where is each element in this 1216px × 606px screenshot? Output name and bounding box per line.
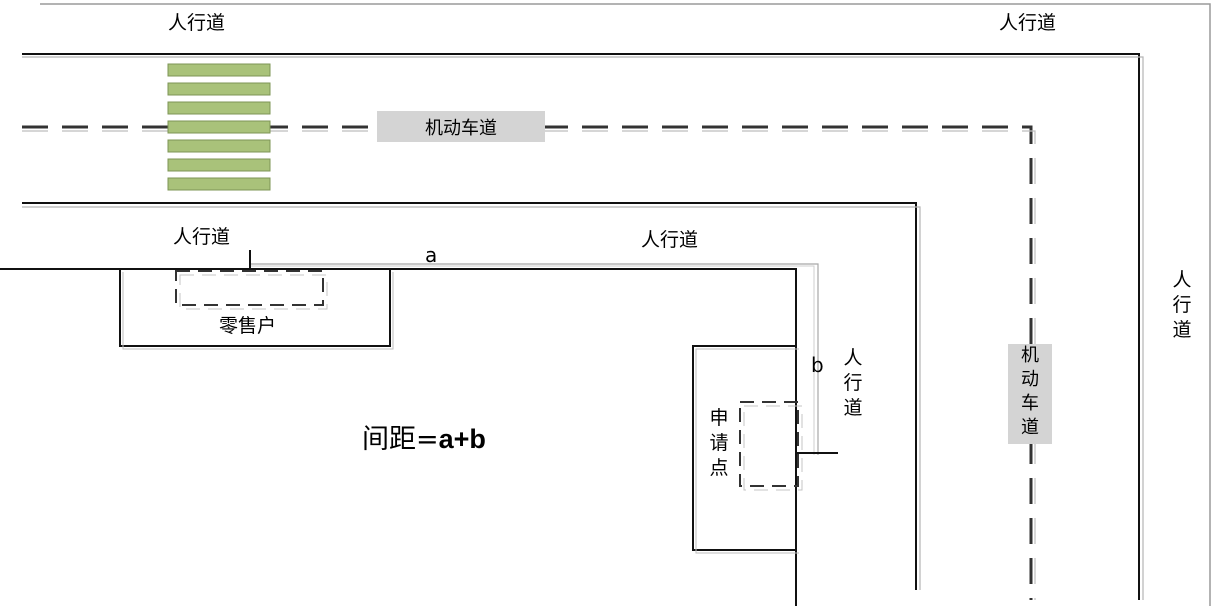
crosswalk-stripe: [167, 101, 271, 115]
application-dashed-box: [739, 401, 799, 487]
distance-b-label: b: [811, 353, 824, 377]
application-dashed-box-shadow: [743, 405, 803, 491]
crosswalk: [167, 63, 271, 191]
sidewalk-label-vertical-inner: 人行道: [843, 347, 863, 419]
retailer-shop-outline-shadow: [122, 272, 394, 350]
distance-formula-expression: a+b: [438, 424, 486, 454]
crosswalk-stripe: [167, 158, 271, 172]
lane-center-dashed-line-shadow: [22, 130, 1036, 600]
sidewalk-label-top-left: 人行道: [168, 12, 226, 34]
retailer-dashed-box-shadow: [179, 274, 328, 310]
sidewalk-label-vertical-outer: 人行道: [1172, 269, 1192, 341]
application-point-label: 申请点: [709, 407, 729, 479]
sidewalk-label-middle: 人行道: [641, 229, 699, 251]
road-inner-edge-shadow: [22, 206, 921, 590]
retailer-dashed-box: [175, 270, 324, 306]
distance-formula: 间距=a+b: [362, 424, 486, 455]
outer-boundary-line: [40, 3, 1211, 606]
crosswalk-stripe: [167, 139, 271, 153]
road-inner-edge: [22, 202, 917, 590]
road-outer-edge: [22, 53, 1140, 600]
building-frontage-line-shadow: [250, 263, 819, 455]
crosswalk-stripe: [167, 82, 271, 96]
sidewalk-label-retailer: 人行道: [173, 226, 231, 248]
crosswalk-stripe: [167, 120, 271, 134]
distance-formula-prefix: 间距=: [362, 424, 439, 455]
sidewalk-label-top-right: 人行道: [999, 12, 1057, 34]
distance-a-label: a: [425, 243, 438, 267]
application-shop-outline-shadow: [695, 348, 799, 554]
lane-label-horizontal: 机动车道: [377, 111, 545, 142]
lane-label-vertical: 机动车道: [1008, 344, 1052, 444]
building-frontage-line: [0, 268, 797, 606]
crosswalk-stripe: [167, 63, 271, 77]
lane-center-dashed-line: [22, 125, 1033, 600]
retailer-shop-outline: [119, 269, 391, 347]
crosswalk-stripe: [167, 177, 271, 191]
building-frontage-line-shadow-2: [250, 265, 815, 455]
road-outer-edge-shadow: [22, 56, 1144, 600]
retailer-label: 零售户: [219, 315, 277, 337]
application-shop-outline: [692, 345, 796, 551]
